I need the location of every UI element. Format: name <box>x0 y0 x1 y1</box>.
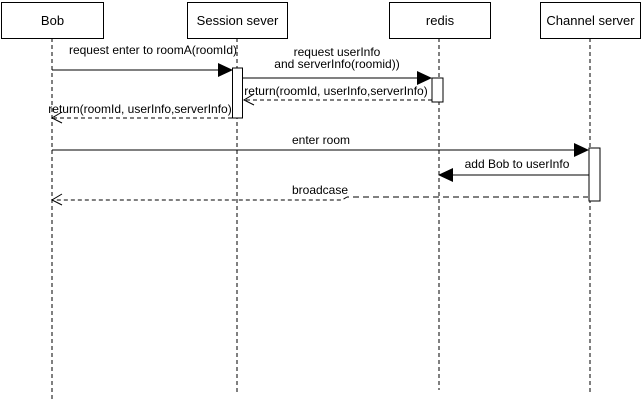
arrowhead-open-return-to-session <box>242 93 255 106</box>
arrowhead-open-return-to-bob <box>50 111 63 124</box>
participant-label-session-server: Session sever <box>196 13 279 28</box>
activation-channel-server <box>588 147 601 202</box>
message-label-request-enter-room: request enter to roomA(roomId) <box>68 43 238 57</box>
message-label-return-to-bob: return(roomId, userInfo,serverInfo) <box>48 102 232 116</box>
message-label-request-userinfo-line2: and serverInfo(roomid)) <box>274 57 400 71</box>
participant-label-channel-server: Channel server <box>546 13 635 28</box>
participant-box-redis: redis <box>389 2 491 39</box>
participant-box-channel-server: Channel server <box>540 2 641 39</box>
message-label-return-to-session: return(roomId, userInfo,serverInfo) <box>244 84 428 98</box>
message-line-broadcast-segment-left <box>54 196 348 201</box>
arrowhead-filled-add-bob <box>438 168 453 182</box>
arrowhead-open-broadcast <box>50 193 63 206</box>
message-label-enter-room: enter room <box>291 133 351 147</box>
arrowhead-filled-request-enter-room <box>218 63 233 77</box>
message-label-request-userinfo-line1: request userInfo <box>293 45 381 59</box>
participant-box-session-server: Session sever <box>187 2 288 39</box>
arrowhead-filled-request-userinfo <box>417 71 432 85</box>
message-label-add-bob: add Bob to userInfo <box>464 157 570 171</box>
participant-box-bob: Bob <box>1 2 104 39</box>
activation-session-server <box>232 67 243 119</box>
participant-label-bob: Bob <box>40 13 65 28</box>
participant-label-redis: redis <box>425 13 455 28</box>
message-label-broadcast: broadcase <box>291 183 349 197</box>
message-label-request-userinfo: request userInfo and serverInfo(roomid)) <box>274 46 399 70</box>
activation-redis <box>431 77 444 103</box>
arrowhead-filled-enter-room <box>574 143 589 157</box>
